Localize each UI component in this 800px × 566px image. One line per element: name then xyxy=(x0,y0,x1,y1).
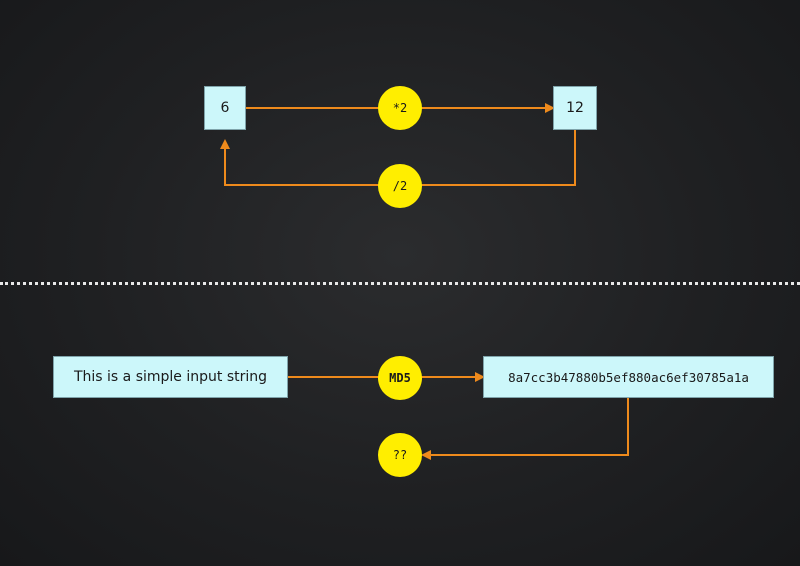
target-value-label: 12 xyxy=(566,100,584,116)
input-string-box: This is a simple input string xyxy=(53,356,288,398)
unknown-op-node: ?? xyxy=(378,433,422,477)
unknown-op-label: ?? xyxy=(392,448,408,462)
source-value-box: 6 xyxy=(204,86,246,130)
source-value-label: 6 xyxy=(220,100,230,116)
hash-output-box: 8a7cc3b47880b5ef880ac6ef30785a1a xyxy=(483,356,774,398)
hash-output-label: 8a7cc3b47880b5ef880ac6ef30785a1a xyxy=(508,369,749,385)
target-value-box: 12 xyxy=(553,86,597,130)
reverse-hash-arrow xyxy=(421,398,629,460)
section-divider xyxy=(0,282,800,285)
multiply-op-label: *2 xyxy=(392,101,408,115)
multiply-op-node: *2 xyxy=(378,86,422,130)
md5-op-node: MD5 xyxy=(378,356,422,400)
divide-op-node: /2 xyxy=(378,164,422,208)
divide-op-label: /2 xyxy=(392,179,408,193)
md5-op-label: MD5 xyxy=(389,371,411,385)
input-string-label: This is a simple input string xyxy=(73,369,268,385)
